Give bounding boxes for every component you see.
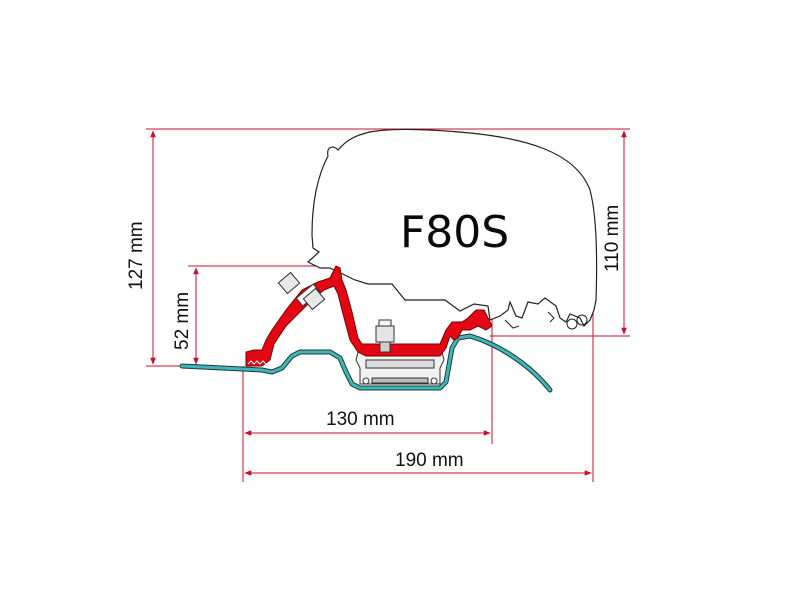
dim-110-label: 110 mm — [602, 205, 623, 272]
clamp-block — [355, 351, 445, 385]
bracket-teeth — [247, 360, 267, 365]
bolt-lower — [302, 287, 326, 311]
dim-190-label: 190 mm — [395, 450, 464, 471]
awning-case-outline — [306, 128, 598, 328]
dim-130-label: 130 mm — [326, 409, 395, 430]
dim-127-label: 127 mm — [126, 221, 147, 290]
vehicle-roof-rail-fill — [180, 334, 552, 392]
awning-case-details — [504, 311, 588, 330]
bolt-upper — [277, 271, 301, 295]
model-label: F80S — [400, 207, 509, 258]
dimension-lines — [146, 128, 630, 482]
dim-52-label: 52 mm — [172, 292, 193, 350]
bolt-center — [375, 325, 395, 343]
bolts — [277, 271, 395, 353]
